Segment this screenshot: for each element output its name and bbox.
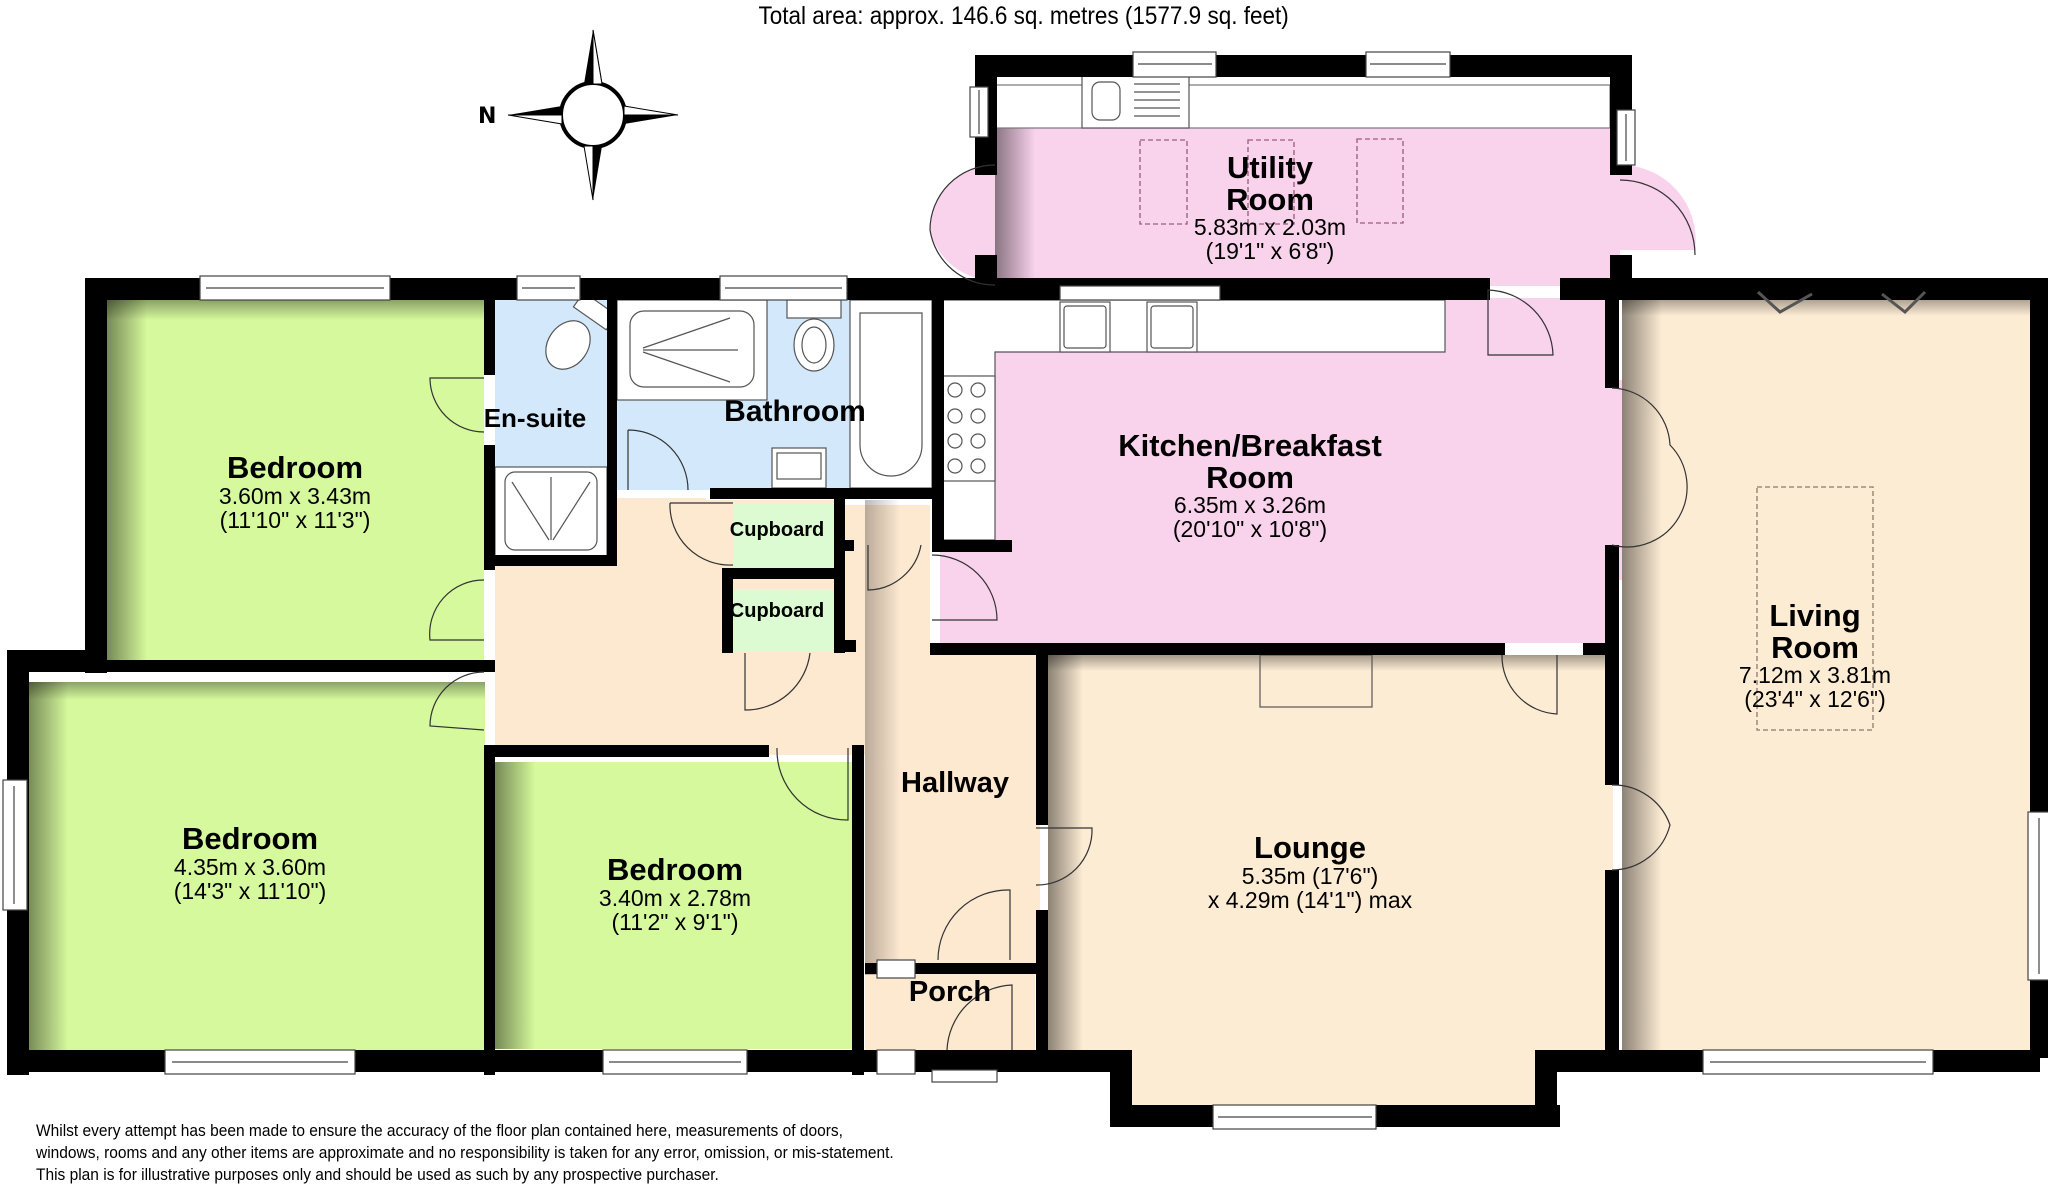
room-dimension-imperial: (11'2" x 9'1") — [611, 908, 739, 935]
door-porch-front — [946, 984, 1013, 1051]
room-name: Room — [1771, 629, 1859, 665]
room-dimension-metric: 5.83m x 2.03m — [1193, 214, 1347, 241]
door-lounge-living — [1611, 784, 1671, 871]
room-label-living: Living Room 7.12m x 3.81m (23'4" x 12'6"… — [1715, 600, 1915, 712]
room-name: Room — [1226, 181, 1314, 217]
cupboard-2-floor — [733, 590, 833, 652]
door-swings — [429, 164, 1927, 1051]
bifold-doors — [1756, 290, 1927, 314]
room-name: Kitchen/Breakfast — [1118, 428, 1382, 463]
door-lounge-hall — [1035, 827, 1093, 886]
compass-rose-icon — [507, 29, 679, 201]
room-label-hallway: Hallway — [901, 767, 1009, 799]
room-label-cupboard-2: Cupboard — [729, 600, 825, 622]
door-bedroom1 — [429, 579, 485, 641]
cupboard-1-floor — [733, 503, 833, 575]
room-name: Lounge — [1254, 830, 1366, 865]
living-rooflight — [1756, 486, 1874, 731]
porch-floor — [865, 975, 1035, 1050]
disclaimer-line: windows, rooms and any other items are a… — [36, 1144, 894, 1162]
room-dimension-imperial: (11'10" x 11'3") — [219, 506, 371, 533]
bedroom-3-floor — [495, 762, 852, 1049]
room-dimension-metric: 3.60m x 3.43m — [218, 482, 372, 509]
room-dimension-imperial: (19'1" x 6'8") — [1205, 238, 1335, 265]
door-utility-right — [1619, 179, 1696, 256]
room-name: Bedroom — [606, 852, 744, 887]
bedroom-1-floor — [107, 300, 484, 662]
door-bedroom3 — [776, 747, 849, 821]
room-label-ensuite: En-suite — [483, 403, 587, 433]
door-lounge-kitchen — [1501, 654, 1558, 715]
door-hall-inner — [867, 544, 922, 591]
lounge-floor — [1048, 655, 1613, 1051]
bath — [849, 299, 933, 489]
compass-north-label: N — [478, 104, 497, 129]
room-dimension-line1: 5.35m (17'6") — [1241, 862, 1379, 889]
rooflights — [1139, 138, 1404, 225]
door-cupboard2 — [744, 652, 811, 711]
room-name: Living — [1769, 598, 1861, 633]
door-ensuite — [429, 377, 485, 433]
room-label-utility: Utility Room 5.83m x 2.03m (19'1" x 6'8"… — [1170, 152, 1370, 264]
disclaimer-line: Whilst every attempt has been made to en… — [36, 1122, 843, 1140]
room-label-lounge: Lounge 5.35m (17'6") x 4.29m (14'1") max — [1160, 832, 1460, 912]
hallway-floor — [495, 495, 1040, 975]
room-dimension-imperial: (14'3" x 11'10") — [173, 877, 327, 904]
door-kitchen-utility — [1487, 289, 1554, 356]
disclaimer: Whilst every attempt has been made to en… — [36, 1120, 1070, 1186]
door-cupboard1 — [669, 502, 734, 566]
room-label-bathroom: Bathroom — [724, 395, 866, 428]
room-name: Bedroom — [181, 821, 319, 856]
windows — [2, 51, 2048, 1130]
room-name: Room — [1206, 459, 1294, 495]
room-label-kitchen: Kitchen/Breakfast Room 6.35m x 3.26m (20… — [1070, 430, 1430, 542]
room-label-cupboard-1: Cupboard — [729, 519, 825, 541]
room-label-porch: Porch — [908, 976, 992, 1008]
room-dimension-metric: 7.12m x 3.81m — [1738, 662, 1892, 689]
ensuite-toilet — [545, 320, 591, 370]
utility-room-floor — [995, 128, 1620, 286]
room-dimension-imperial: (20'10" x 10'8") — [1172, 516, 1328, 543]
door-kitchen-hall — [931, 554, 998, 621]
total-area-heading: Total area: approx. 146.6 sq. metres (15… — [758, 2, 1289, 30]
door-porch-inner — [937, 889, 1011, 961]
room-dimension-metric: 4.35m x 3.60m — [173, 853, 327, 880]
fixtures — [494, 74, 1611, 708]
wall-shadows — [28, 128, 2030, 1060]
room-name: Utility — [1226, 150, 1314, 185]
room-name: Bedroom — [226, 450, 364, 485]
room-dimension-imperial: (23'4" x 12'6") — [1744, 686, 1886, 713]
room-dimension-metric: 6.35m x 3.26m — [1173, 492, 1327, 519]
bedroom-2-floor — [28, 682, 485, 1060]
door-bedroom2 — [429, 671, 485, 731]
door-kitchen-living — [1611, 387, 1688, 548]
room-label-bedroom-3: Bedroom 3.40m x 2.78m (11'2" x 9'1") — [555, 854, 795, 934]
disclaimer-line: This plan is for illustrative purposes o… — [36, 1166, 719, 1184]
room-label-bedroom-2: Bedroom 4.35m x 3.60m (14'3" x 11'10") — [130, 823, 370, 903]
door-bathroom — [627, 429, 689, 491]
basin — [771, 447, 827, 489]
room-dimension-metric: 3.40m x 2.78m — [598, 884, 752, 911]
toilet — [793, 318, 835, 372]
room-label-bedroom-1: Bedroom 3.60m x 3.43m (11'10" x 11'3") — [175, 452, 415, 532]
living-room-floor — [1622, 298, 2030, 1050]
room-dimension-line2: x 4.29m (14'1") max — [1207, 886, 1413, 913]
door-utility-left — [929, 164, 996, 286]
